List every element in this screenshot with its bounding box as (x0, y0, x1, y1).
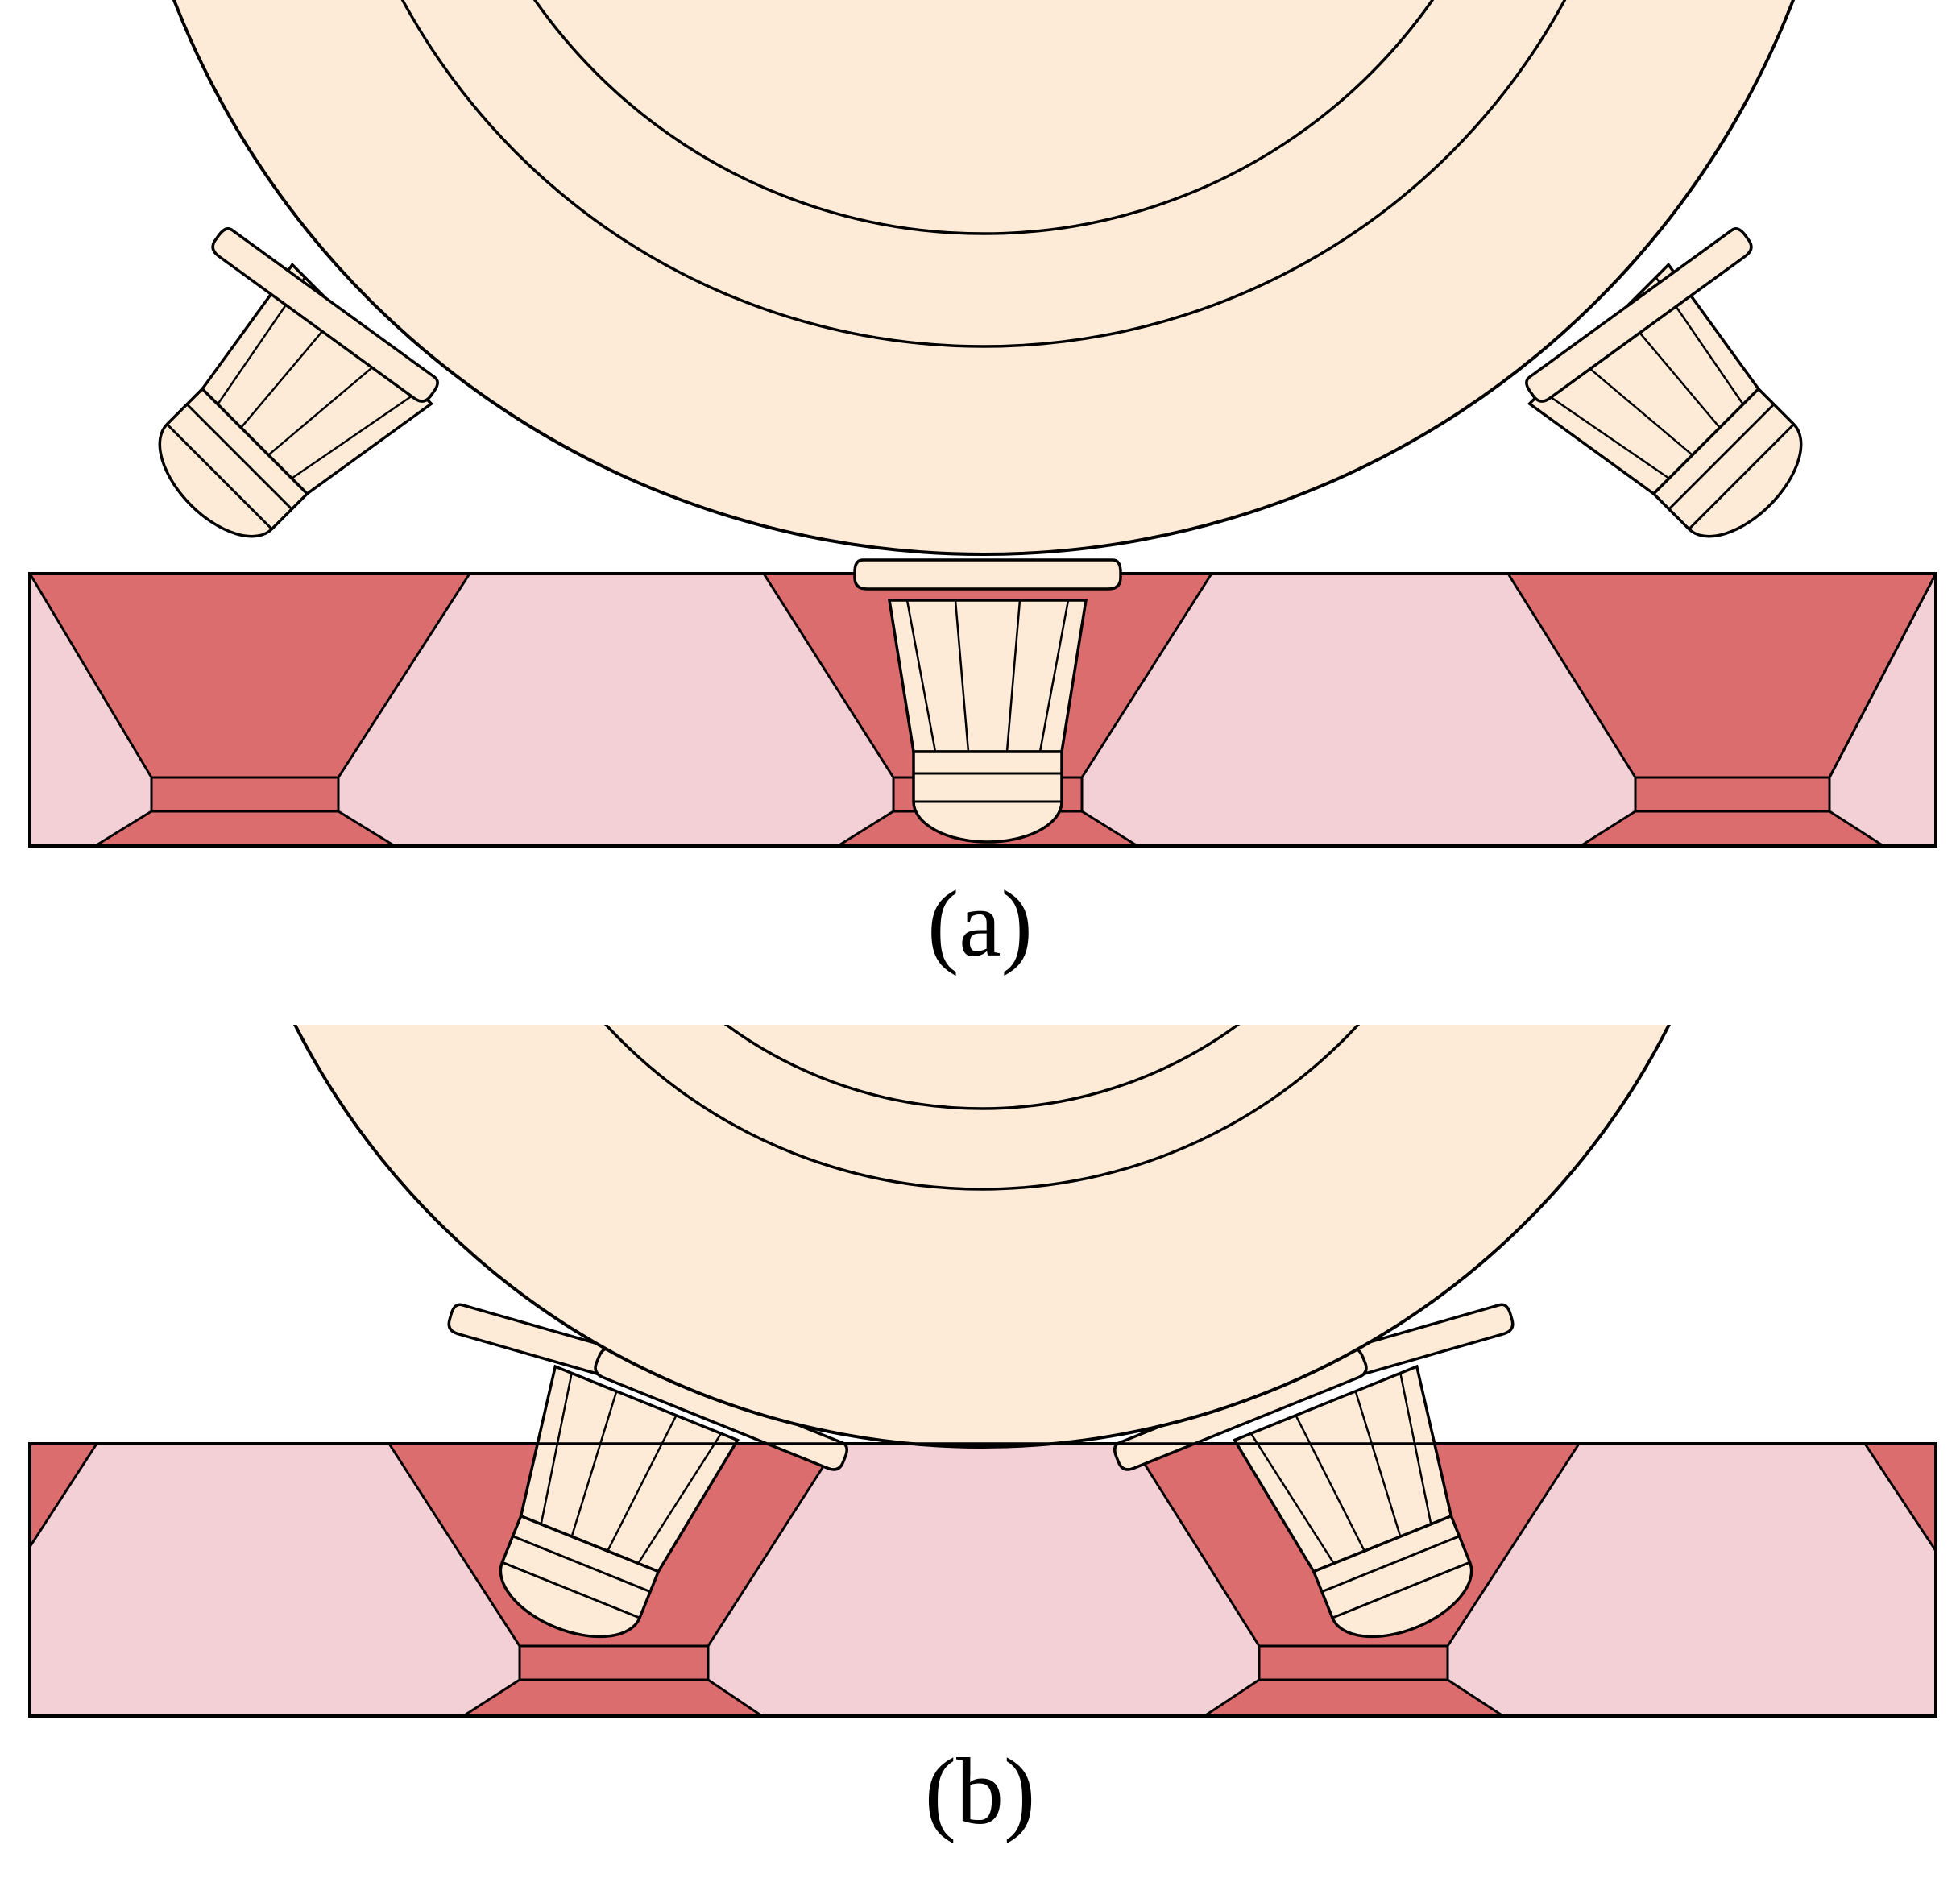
foot-bottom-a (888, 599, 1088, 844)
panel-a (28, 0, 1937, 848)
caption-b: (b) (924, 1739, 1036, 1844)
caption-a: (a) (927, 871, 1033, 976)
wheel-a (172, 0, 1796, 556)
panel-b (28, 1025, 1937, 1718)
pad-bottom-a (853, 558, 1122, 591)
lattice-strip-b (30, 1444, 1936, 1716)
wheel-b (292, 1025, 1672, 1449)
